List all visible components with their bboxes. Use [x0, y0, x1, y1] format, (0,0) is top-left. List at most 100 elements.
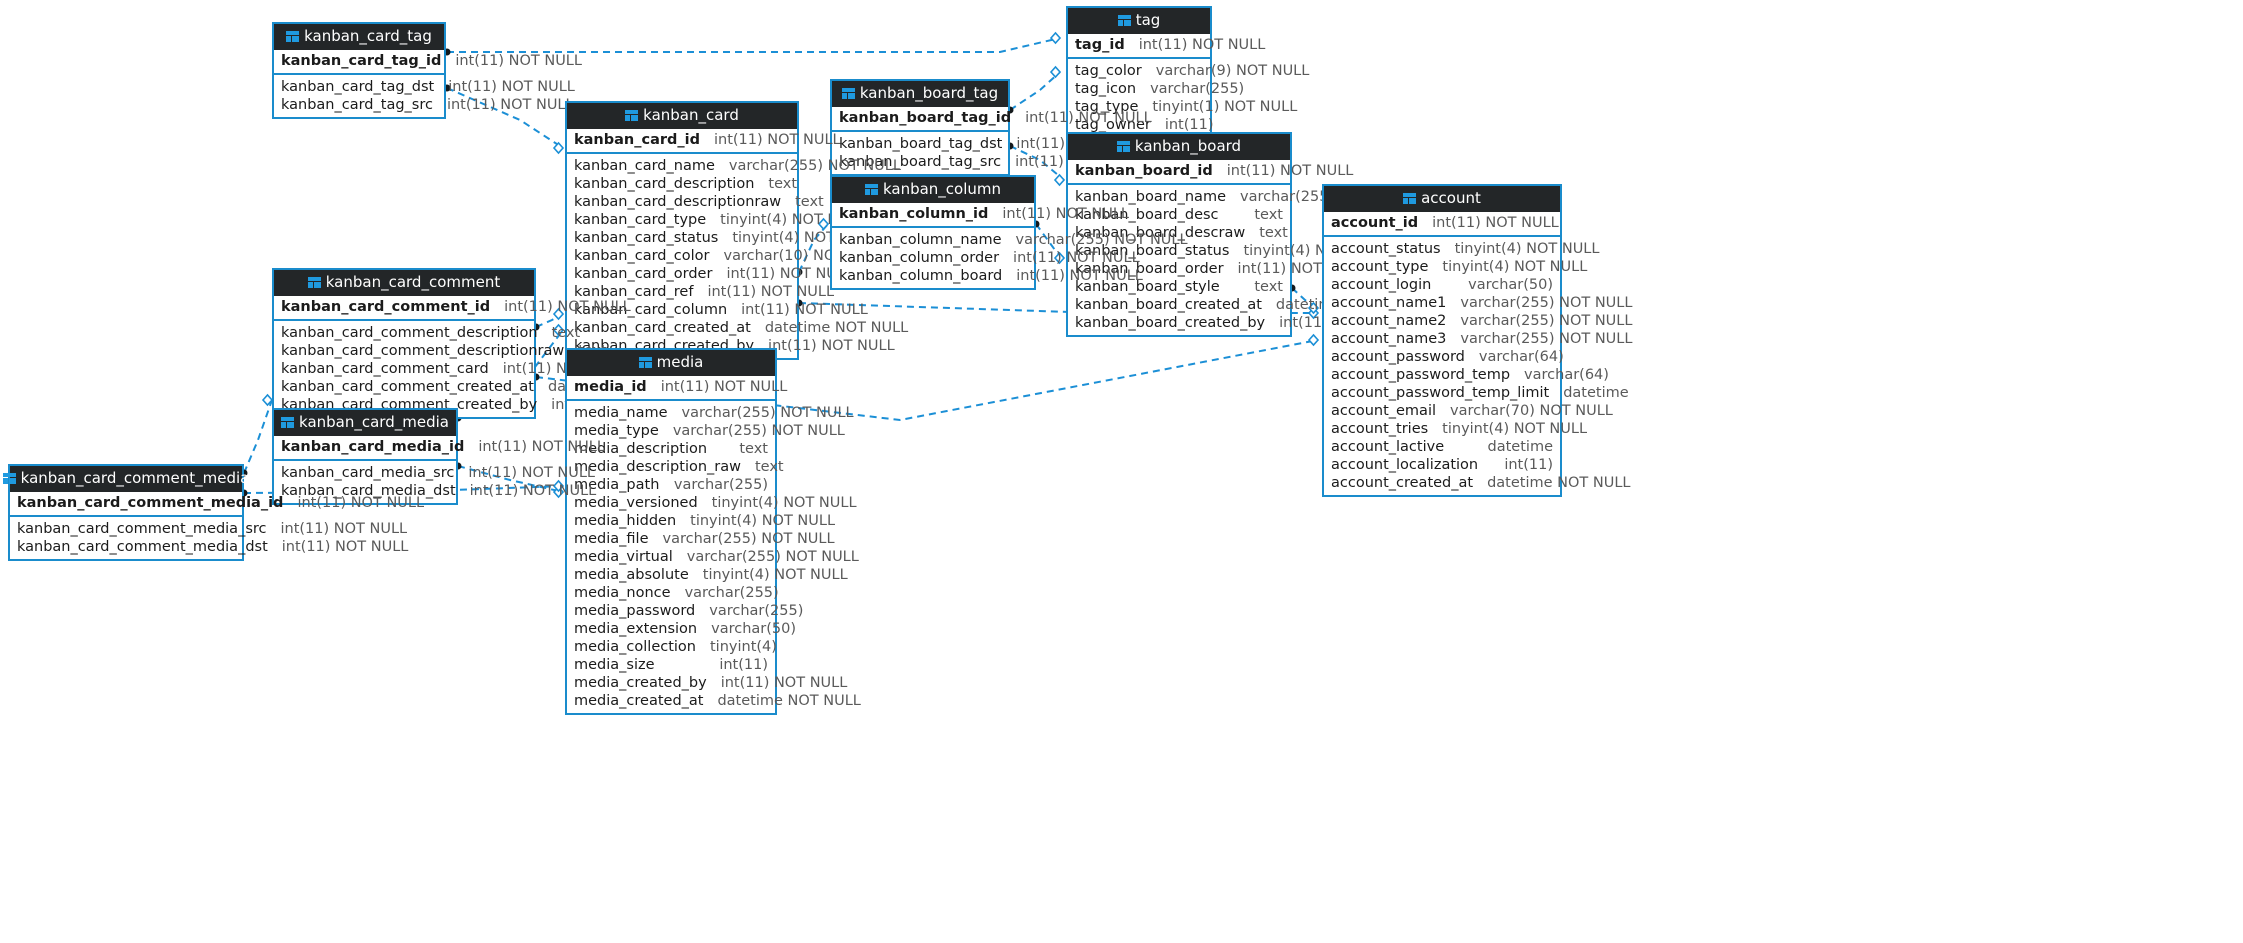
entity-table-header[interactable]: media: [567, 350, 775, 376]
entity-table-header[interactable]: kanban_card_media: [274, 410, 456, 436]
entity-table-header[interactable]: kanban_board: [1068, 134, 1290, 160]
entity-table-header[interactable]: kanban_column: [832, 177, 1034, 203]
entity-table-header[interactable]: tag: [1068, 8, 1210, 34]
field-name: kanban_board_status: [1075, 243, 1230, 259]
entity-table-header[interactable]: kanban_card_comment_media: [2, 466, 249, 492]
field-type: text: [1254, 279, 1283, 295]
entity-table-header[interactable]: account: [1324, 186, 1560, 212]
entity-table-header[interactable]: kanban_board_tag: [832, 81, 1008, 107]
entity-table-header[interactable]: kanban_card: [567, 103, 797, 129]
entity-table-header[interactable]: kanban_card_tag: [274, 24, 444, 50]
field-type: text: [795, 194, 824, 210]
entity-table-header[interactable]: kanban_card_comment: [274, 270, 534, 296]
